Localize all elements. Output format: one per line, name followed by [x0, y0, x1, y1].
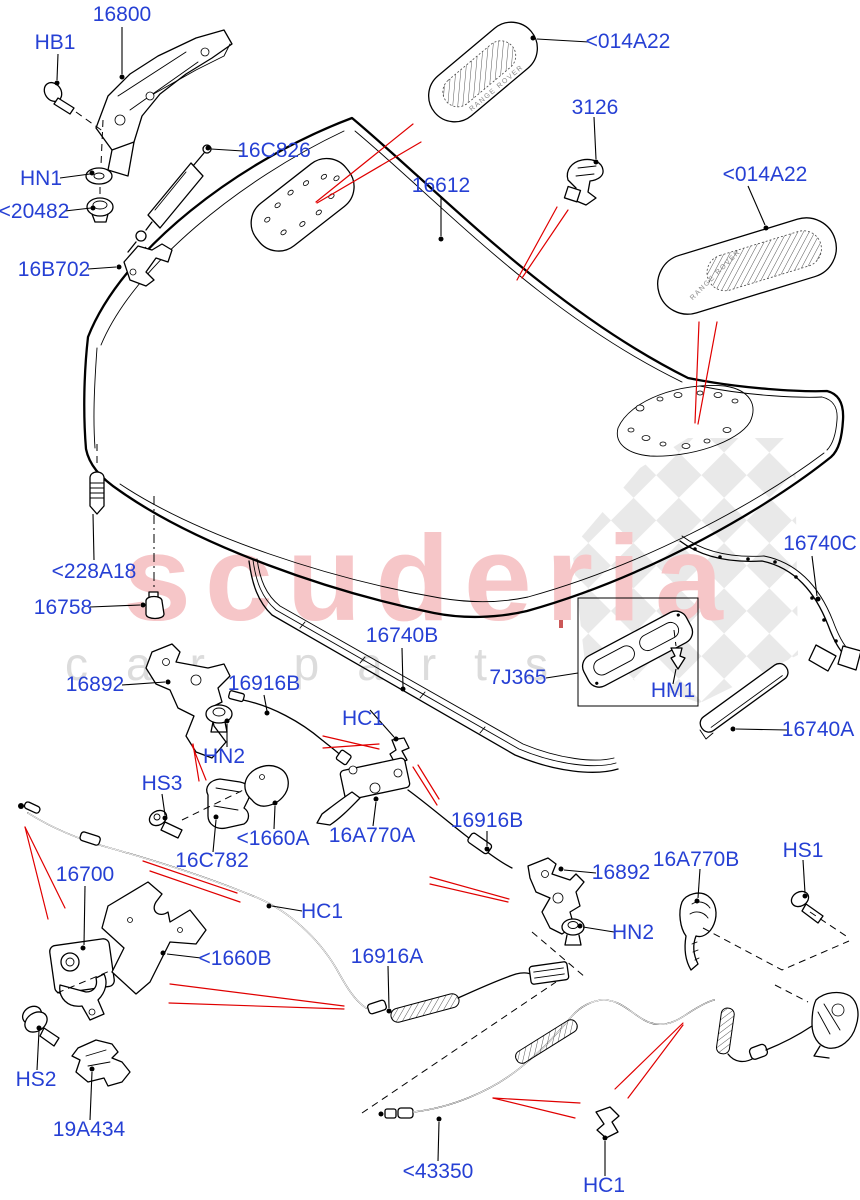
cable-clip-mid-drawing [389, 737, 410, 766]
installation-dashed-lines [361, 911, 850, 1114]
latch-bracket-left-drawing [145, 643, 233, 759]
part-label-hm1: HM1 [650, 679, 696, 702]
part-label-16740c: 16740C [783, 532, 857, 555]
cable-clip-bottom-drawing [595, 1106, 620, 1139]
part-label-16892-right: 16892 [591, 861, 651, 884]
part-label-228a18: <228A18 [51, 560, 137, 583]
washer-grommet-drawing [85, 119, 114, 223]
flag-pole-watermark [559, 556, 563, 628]
part-label-16c782: 16C782 [175, 849, 249, 872]
hood-panel [83, 116, 845, 619]
red-locator-lines [24, 123, 718, 1119]
part-label-16b702: 16B702 [17, 258, 91, 281]
safety-catch-drawing [316, 757, 513, 869]
hood-latch-drawing [21, 881, 207, 1087]
part-label-16892-left: 16892 [65, 673, 125, 696]
side-seal-drawing [699, 662, 789, 740]
release-cable-front-drawing [18, 801, 367, 1009]
vent-mount-holes [627, 390, 739, 449]
strut-bracket-drawing [123, 243, 173, 287]
part-label-hc1-bottom: HC1 [582, 1174, 626, 1197]
vent-mount-pad [616, 385, 754, 457]
part-label-1660b: <1660B [198, 947, 272, 970]
clip-3126-drawing [563, 158, 604, 206]
strut-bracket-hole [129, 268, 137, 276]
part-label-16800: 16800 [92, 3, 152, 26]
striker-catch-drawing [148, 765, 289, 839]
insulator-panel-drawing [250, 157, 355, 252]
gas-strut-drawing [127, 144, 212, 259]
hood-hinge-drawing [95, 29, 233, 177]
release-handle-drawing [679, 890, 824, 971]
label-leader-lines [36, 27, 821, 1176]
part-label-16916a: 16916A [350, 945, 424, 968]
part-label-1660a: <1660A [236, 827, 310, 850]
part-label-hb1: HB1 [34, 31, 76, 54]
front-seal-drawing [248, 558, 619, 773]
rear-seal-drawing [679, 535, 860, 672]
cable-43350-drawing [378, 991, 859, 1119]
part-label-014a22-top: <014A22 [585, 30, 671, 53]
part-label-20482: <20482 [0, 200, 70, 223]
part-label-hs3: HS3 [141, 772, 183, 795]
hood-vent-top-drawing: RANGE ROVER [428, 21, 538, 123]
part-label-hc1-mid: HC1 [341, 707, 385, 730]
part-label-hn1: HN1 [19, 167, 63, 190]
part-label-3126: 3126 [571, 96, 619, 119]
part-label-16c826: 16C826 [237, 139, 311, 162]
cable-16916a-drawing [367, 961, 570, 1023]
hm1-clip-drawing [670, 647, 686, 670]
part-label-16916b-right: 16916B [450, 809, 524, 832]
part-label-16916b-left: 16916B [227, 672, 301, 695]
part-label-hn2-right: HN2 [611, 921, 655, 944]
bump-stop-drawing [89, 444, 165, 620]
hinge-reinforcement-drawing [577, 597, 699, 707]
part-label-16700: 16700 [55, 863, 115, 886]
part-label-hs1: HS1 [782, 839, 824, 862]
watermark-subtext: car parts [65, 638, 586, 690]
part-label-43350: <43350 [402, 1160, 474, 1183]
hood-vent-right-drawing: RANGE ROVER [657, 217, 837, 315]
part-label-7j365: 7J365 [489, 666, 547, 689]
part-label-16a770b: 16A770B [652, 848, 740, 871]
part-label-16740a: 16740A [781, 718, 855, 741]
hinge-bolt-drawing [43, 81, 105, 133]
part-label-hn2-left: HN2 [202, 745, 246, 768]
part-label-hs2: HS2 [15, 1068, 57, 1091]
part-label-19a434: 19A434 [52, 1118, 126, 1141]
part-label-16740b: 16740B [365, 624, 439, 647]
part-label-16758: 16758 [33, 596, 93, 619]
part-label-16612: 16612 [411, 174, 471, 197]
part-label-hc1-left: HC1 [300, 900, 344, 923]
release-cable-mid-drawing [228, 690, 352, 766]
part-label-16a770a: 16A770A [328, 824, 416, 847]
part-label-014a22-right: <014A22 [722, 163, 808, 186]
